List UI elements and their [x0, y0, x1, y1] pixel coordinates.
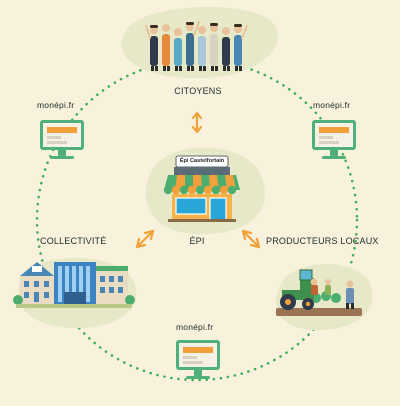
epi-label: ÉPI — [189, 236, 205, 246]
website-link-bottom[interactable]: monépi.fr — [176, 322, 214, 332]
arrow-producers-store — [241, 229, 261, 249]
citizens-label: CITOYENS — [174, 86, 222, 96]
collectivity-label: COLLECTIVITÉ — [40, 236, 107, 246]
computer-monitor-icon — [40, 120, 84, 159]
store-icon — [163, 155, 240, 222]
store-window — [175, 197, 207, 215]
website-link-left[interactable]: monépi.fr — [37, 100, 75, 110]
arrow-collectivity-store — [135, 229, 155, 249]
computer-monitor-icon — [312, 120, 356, 159]
store-sign-label: Épi Castelfortain — [179, 158, 225, 164]
tractor-farmers-icon — [276, 269, 362, 316]
arrow-citizens-store — [191, 111, 203, 134]
people-group-icon — [145, 21, 248, 71]
website-link-right[interactable]: monépi.fr — [313, 100, 351, 110]
computer-monitor-icon — [176, 340, 220, 379]
store-door — [209, 197, 227, 221]
store-awning — [163, 175, 240, 195]
town-hall-buildings-icon — [13, 262, 135, 308]
producers-label: PRODUCTEURS LOCAUX — [266, 236, 379, 246]
